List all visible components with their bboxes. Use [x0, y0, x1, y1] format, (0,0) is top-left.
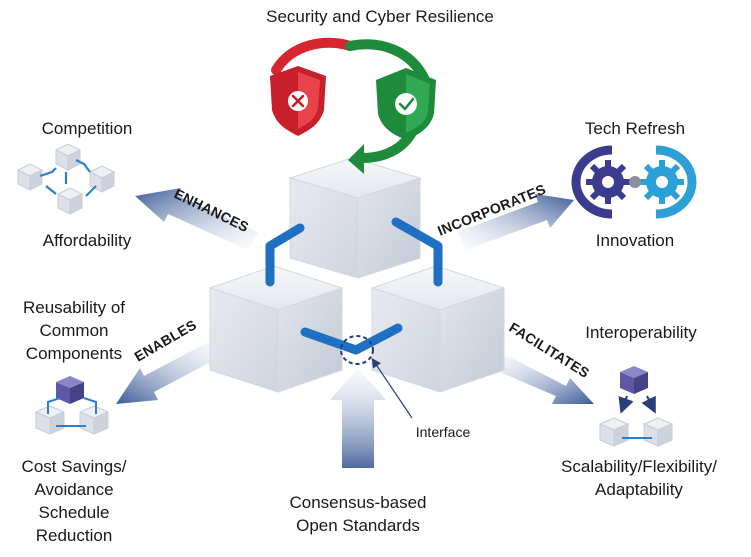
- interface-highlight: [340, 335, 374, 365]
- label-tech-refresh: Tech Refresh: [584, 119, 686, 138]
- reusability-cubes-icon: [34, 376, 110, 435]
- arrow-standards: [330, 368, 386, 468]
- interface-pointer: [371, 358, 413, 419]
- label-affordability: Affordability: [42, 231, 132, 250]
- arrow-facilitates: [490, 352, 594, 404]
- label-innovation: Innovation: [595, 231, 675, 250]
- arrow-enables: [116, 340, 222, 404]
- label-cost-savings-3: Schedule: [38, 503, 110, 522]
- shield-check-icon: [376, 68, 436, 140]
- tech-refresh-gears-icon: [571, 145, 697, 219]
- label-competition: Competition: [41, 119, 133, 138]
- label-standards-1: Consensus-based: [289, 493, 427, 512]
- arrow-incorporates: [458, 194, 574, 250]
- arrow-enhances: [135, 188, 258, 250]
- interface-connectors: [265, 217, 443, 355]
- cube-right: [370, 265, 506, 393]
- label-cost-savings-1: Cost Savings/: [21, 457, 127, 476]
- label-reusability-3: Components: [25, 344, 123, 363]
- cube-left: [208, 265, 344, 393]
- cube-top: [288, 157, 422, 279]
- label-cost-savings-4: Reduction: [35, 526, 113, 545]
- shield-x-icon: [270, 66, 326, 136]
- label-scalability-2: Adaptability: [595, 480, 683, 499]
- label-standards-2: Open Standards: [296, 516, 420, 535]
- label-interoperability: Interoperability: [585, 323, 697, 342]
- label-cost-savings-2: Avoidance: [34, 480, 114, 499]
- diagram-title: Security and Cyber Resilience: [266, 7, 494, 26]
- interoperability-cubes-icon: [598, 366, 674, 447]
- label-reusability-2: Common: [39, 321, 109, 340]
- label-scalability-1: Scalability/Flexibility/: [561, 457, 717, 476]
- label-reusability-1: Reusability of: [22, 298, 126, 317]
- competition-cubes-icon: [16, 143, 116, 215]
- label-interface: Interface: [415, 424, 471, 440]
